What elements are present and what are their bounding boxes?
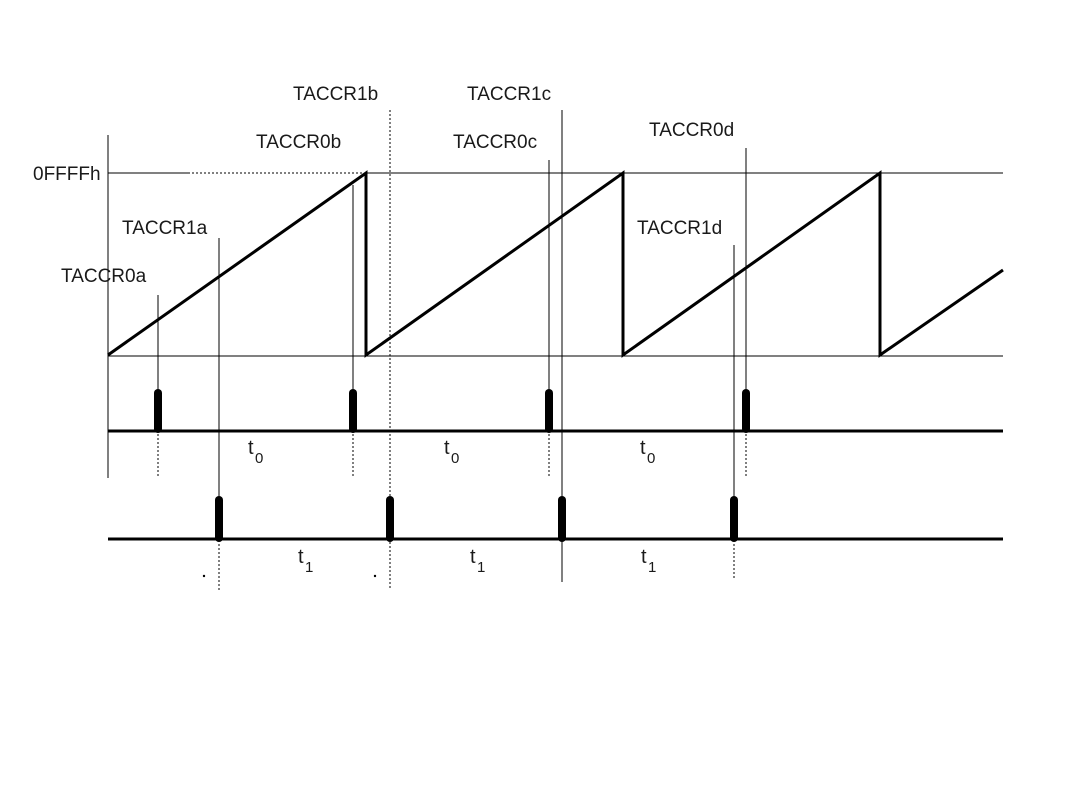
- taccr0c-label: TACCR0c: [453, 132, 537, 153]
- taccr0b-label: TACCR0b: [256, 132, 341, 153]
- taccr1d-label: TACCR1d: [637, 218, 722, 239]
- taccr1a-label: TACCR1a: [122, 218, 208, 239]
- t1-base: t: [298, 546, 304, 568]
- t1-index: 1: [648, 559, 656, 576]
- t0-base: t: [248, 437, 254, 459]
- t1-base: t: [641, 546, 647, 568]
- t1-label-2: t 1: [470, 546, 485, 576]
- taccr0d-label: TACCR0d: [649, 120, 734, 141]
- counter-sawtooth: [107, 170, 1004, 358]
- t1-base: t: [470, 546, 476, 568]
- taccr1c-label: TACCR1c: [467, 84, 551, 105]
- t0-index: 0: [255, 450, 263, 467]
- t0-index: 0: [647, 450, 655, 467]
- stray-dot: [373, 574, 377, 578]
- taccr0a-label: TACCR0a: [61, 266, 147, 287]
- t0-label-3: t 0: [640, 437, 655, 467]
- t1-label-1: t 1: [298, 546, 313, 576]
- t0-label-2: t 0: [444, 437, 459, 467]
- t1-index: 1: [477, 559, 485, 576]
- t0-base: t: [444, 437, 450, 459]
- t0-label-1: t 0: [248, 437, 263, 467]
- t0-base: t: [640, 437, 646, 459]
- t1-index: 1: [305, 559, 313, 576]
- stray-dot: [202, 574, 206, 578]
- taccr1b-label: TACCR1b: [293, 84, 378, 105]
- max-value-label: 0FFFFh: [33, 164, 101, 185]
- t0-index: 0: [451, 450, 459, 467]
- t1-label-3: t 1: [641, 546, 656, 576]
